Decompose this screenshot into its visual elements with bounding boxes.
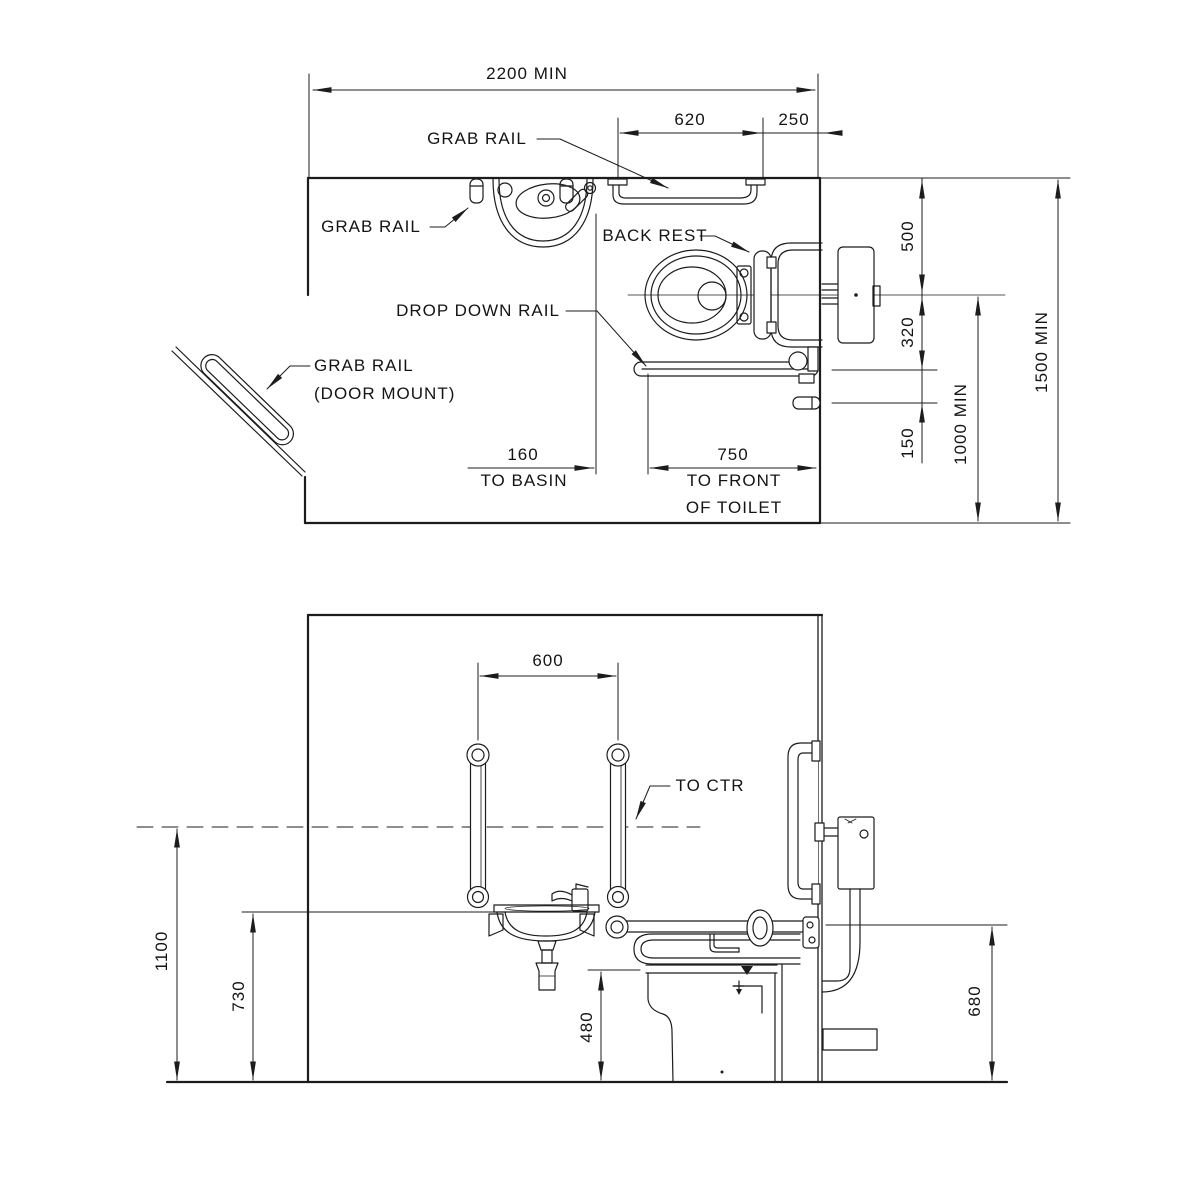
plan-view bbox=[171, 73, 1071, 525]
elevation-dimension-lines bbox=[174, 673, 995, 1081]
label-grab-rail-basin: GRAB RAIL bbox=[321, 217, 421, 236]
dim-rail-center-height: 1100 bbox=[152, 930, 171, 972]
plan-dimension-lines bbox=[312, 87, 1061, 522]
horizontal-rail-elevation bbox=[605, 909, 820, 965]
label-grab-rail-door-2: (DOOR MOUNT) bbox=[314, 384, 456, 403]
dim-basin-offset: 160 bbox=[507, 445, 539, 464]
toilet-plan bbox=[627, 242, 1006, 348]
dim-basin-offset-note: TO BASIN bbox=[480, 471, 568, 490]
toilet-elevation bbox=[645, 964, 783, 1083]
dim-centerline-to-rail: 320 bbox=[898, 316, 917, 348]
dim-toilet-front-note1: TO FRONT bbox=[686, 471, 782, 490]
label-grab-rail-door-1: GRAB RAIL bbox=[314, 356, 414, 375]
dim-toilet-front-note2: OF TOILET bbox=[685, 498, 783, 517]
vertical-rail-stubs-plan bbox=[469, 178, 574, 204]
dim-grab-rail-end-offset: 250 bbox=[778, 110, 810, 129]
dim-toilet-front-offset: 750 bbox=[717, 445, 749, 464]
elevation-walls bbox=[165, 613, 1009, 1084]
dim-rail-to-holder: 150 bbox=[898, 427, 917, 459]
dim-side-clearance: 1000 MIN bbox=[951, 383, 970, 465]
dim-seat-height: 480 bbox=[577, 1011, 596, 1043]
basin-elevation bbox=[488, 883, 600, 991]
elevation-extension-lines bbox=[241, 662, 1008, 971]
cistern-elevation bbox=[814, 816, 878, 1051]
elevation-view bbox=[136, 613, 1009, 1084]
dim-room-depth: 1500 MIN bbox=[1032, 311, 1051, 393]
label-back-rest: BACK REST bbox=[602, 226, 708, 245]
dim-grab-rail-length: 620 bbox=[674, 110, 706, 129]
side-wall-rail-elevation bbox=[787, 740, 821, 905]
dim-backrest-to-wall: 500 bbox=[898, 220, 917, 252]
vertical-grab-rails-elevation bbox=[466, 743, 630, 909]
label-drop-down-rail: DROP DOWN RAIL bbox=[396, 301, 560, 320]
plan-leaders bbox=[266, 138, 750, 390]
plan-walls bbox=[303, 176, 822, 525]
plan-extension-lines bbox=[308, 73, 1071, 524]
dim-rail-spacing: 600 bbox=[532, 651, 564, 670]
horizontal-grab-rail-plan bbox=[607, 178, 766, 205]
cistern-plan bbox=[821, 246, 881, 344]
label-to-ctr: TO CTR bbox=[675, 776, 745, 795]
door-open-leaf bbox=[171, 346, 306, 477]
door-grab-rail bbox=[200, 354, 295, 446]
label-grab-rail-wall: GRAB RAIL bbox=[427, 129, 527, 148]
drop-down-rail-plan bbox=[633, 346, 819, 384]
elevation-leaders bbox=[635, 785, 671, 820]
dim-room-width: 2200 MIN bbox=[486, 64, 568, 83]
basin-plan bbox=[492, 178, 597, 248]
dim-side-rail-height: 680 bbox=[965, 985, 984, 1017]
dim-basin-height: 730 bbox=[229, 980, 248, 1012]
toilet-roll-holder-plan bbox=[792, 396, 821, 410]
